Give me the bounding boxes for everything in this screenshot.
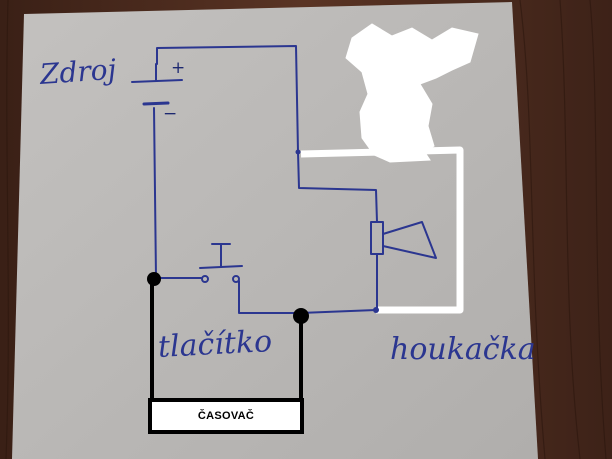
push-button-symbol — [199, 243, 243, 283]
battery-symbol — [131, 79, 183, 106]
timer-label: ČASOVAČ — [197, 410, 255, 422]
horn-label: houkačka — [390, 332, 536, 367]
minus-terminal-label: − — [163, 104, 178, 124]
timer-box: ČASOVAČ — [148, 398, 304, 434]
source-label: Zdroj — [38, 52, 118, 91]
horn-symbol — [370, 221, 437, 259]
button-label: tlačítko — [157, 324, 273, 365]
white-overlay — [300, 23, 479, 314]
plus-terminal-label: + — [171, 58, 186, 78]
timer-wires — [150, 279, 303, 398]
wood-grain — [5, 0, 607, 459]
